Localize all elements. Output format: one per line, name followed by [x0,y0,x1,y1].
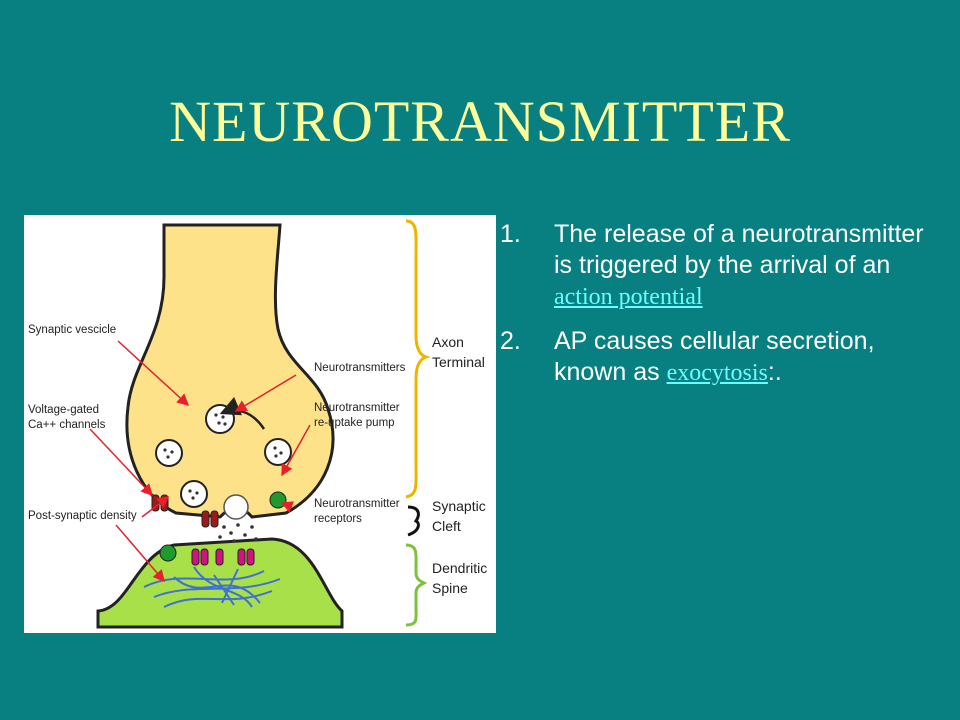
label-cleft-2: Cleft [432,518,461,534]
label-synaptic-vesicle: Synaptic vescicle [28,324,116,336]
label-axon-1: Axon [432,334,464,350]
label-spine-1: Dendritic [432,560,487,576]
label-spine-2: Spine [432,580,468,596]
bullet-number: 1. [500,220,521,248]
reuptake-arrow [219,396,266,430]
label-reuptake-1: Neurotransmitter [314,402,400,414]
vesicle-contents [163,413,283,500]
bullet-item-1: 1. The release of a neurotransmitter is … [500,219,940,313]
label-receptors-2: receptors [314,513,362,525]
bullet-suffix: :. [767,358,782,386]
label-reuptake-2: re-uptake pump [314,417,395,429]
bullet-number: 2. [500,327,521,355]
bullet-list: 1. The release of a neurotransmitter is … [500,219,940,402]
action-potential-link[interactable]: action potential [554,284,703,310]
bracket-dendritic-spine [405,543,428,627]
synapse-diagram: Synaptic vescicle Voltage-gated Ca++ cha… [24,215,496,633]
exocytosis-link[interactable]: exocytosis [666,360,768,386]
synaptic-vesicles [155,404,292,508]
bracket-synaptic-cleft [407,505,420,537]
filaments [143,566,281,608]
label-neurotransmitters: Neurotransmitters [314,362,406,374]
label-receptors-1: Neurotransmitter [314,498,400,510]
label-voltage-gated-1: Voltage-gated [28,404,99,416]
bullet-text: AP causes cellular secretion, known as [554,327,875,386]
synapse-illustration: Synaptic vescicle Voltage-gated Ca++ cha… [28,219,487,629]
label-axon-2: Terminal [432,354,485,370]
bullet-item-2: 2. AP causes cellular secretion, known a… [500,326,940,389]
bullet-text: The release of a neurotransmitter is tri… [554,220,924,279]
slide-title: NEUROTRANSMITTER [169,89,791,154]
fusing-vesicle [223,494,249,520]
label-cleft-1: Synaptic [432,498,486,514]
bracket-axon-terminal [405,219,431,499]
axon-terminal-shape [125,223,335,519]
released-neurotransmitters [218,523,258,543]
label-voltage-gated-2: Ca++ channels [28,419,106,431]
label-post-synaptic-density: Post-synaptic density [28,510,137,522]
pointer-arrows [89,340,311,583]
receptors [191,548,255,566]
